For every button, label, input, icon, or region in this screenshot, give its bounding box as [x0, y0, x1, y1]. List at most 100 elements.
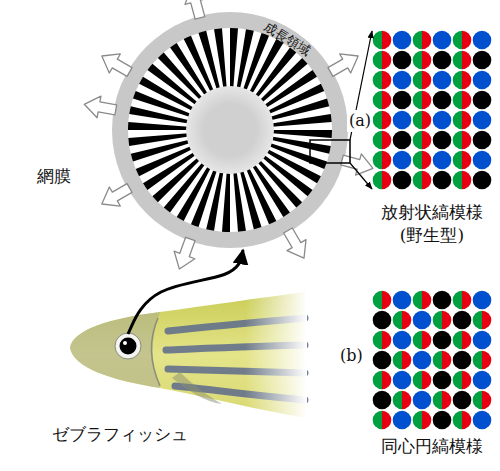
uv-cone: [433, 51, 452, 70]
blue-cone: [473, 31, 492, 50]
green-cone: [433, 391, 442, 410]
red-cone: [442, 311, 451, 330]
blue-cone: [473, 331, 492, 350]
red-cone: [462, 31, 471, 50]
pectoral-fin: [172, 372, 222, 404]
red-cone: [422, 111, 431, 130]
red-cone: [462, 131, 471, 150]
fish-eye-ring: [115, 333, 141, 359]
blue-cone: [473, 291, 492, 310]
green-cone: [453, 411, 462, 430]
blue-cone: [393, 371, 412, 390]
fish-fade: [245, 288, 307, 422]
radial-stripe: [128, 133, 188, 146]
red-cone: [422, 131, 431, 150]
stripe-ground: [128, 28, 332, 232]
text-slot: (a): [347, 110, 373, 132]
red-cone: [442, 391, 451, 410]
uv-cone: [373, 311, 392, 330]
green-cone: [373, 71, 382, 90]
growth-arrow: [181, 0, 211, 21]
blue-cone: [413, 311, 432, 330]
green-cone: [413, 331, 422, 350]
green-cone: [433, 351, 442, 370]
red-cone: [462, 411, 471, 430]
red-cone: [382, 51, 391, 70]
uv-cone: [473, 171, 492, 190]
radial-stripe: [271, 114, 331, 127]
uv-cone: [453, 391, 472, 410]
blue-cone: [433, 31, 452, 50]
radial-stripe: [237, 29, 254, 89]
radial-stripe: [230, 28, 238, 88]
green-cone: [453, 51, 462, 70]
retina-label: 網膜: [37, 165, 71, 188]
pattern-caption: 放射状縞模様 (野生型): [376, 201, 488, 247]
red-cone: [382, 411, 391, 430]
uv-cone: [433, 411, 452, 430]
blue-cone: [393, 411, 412, 430]
blue-cone: [413, 391, 432, 410]
green-cone: [373, 411, 382, 430]
green-cone: [453, 111, 462, 130]
red-cone: [382, 111, 391, 130]
green-cone: [453, 371, 462, 390]
blue-cone: [433, 71, 452, 90]
green-cone: [413, 131, 422, 150]
uv-cone: [393, 171, 412, 190]
blue-cone: [473, 111, 492, 130]
green-cone: [373, 111, 382, 130]
red-cone: [382, 71, 391, 90]
uv-cone: [433, 291, 452, 310]
uv-cone: [473, 131, 492, 150]
green-cone: [413, 111, 422, 130]
mosaic-panel: (a) 放射状縞模様 (野生型): [330, 25, 498, 250]
red-cone: [422, 291, 431, 310]
uv-cone: [433, 91, 452, 110]
red-cone: [482, 351, 491, 370]
green-cone: [453, 331, 462, 350]
blue-cone: [393, 291, 412, 310]
growth-arrow: [325, 46, 364, 81]
green-cone: [373, 371, 382, 390]
green-cone: [413, 151, 422, 170]
red-cone: [482, 311, 491, 330]
uv-cone: [473, 91, 492, 110]
green-cone: [373, 291, 382, 310]
green-cone: [433, 311, 442, 330]
green-cone: [453, 131, 462, 150]
photoreceptor-mosaic: [373, 31, 492, 190]
panel-letter: (a): [347, 110, 373, 132]
red-cone: [462, 331, 471, 350]
red-cone: [422, 91, 431, 110]
uv-cone: [433, 131, 452, 150]
green-cone: [473, 311, 482, 330]
green-cone: [413, 371, 422, 390]
blue-cone: [473, 71, 492, 90]
red-cone: [402, 351, 411, 370]
zoom-box: [310, 140, 350, 163]
red-cone: [462, 151, 471, 170]
fish-eye: [120, 338, 137, 355]
text-slot: ゼブラフィッシュ: [52, 423, 188, 446]
red-cone: [442, 351, 451, 370]
photoreceptor-mosaic: [373, 291, 492, 430]
blue-cone: [473, 371, 492, 390]
red-cone: [382, 91, 391, 110]
blue-cone: [393, 331, 412, 350]
retina-center: [186, 86, 274, 174]
red-cone: [422, 31, 431, 50]
pattern-caption: 同心円縞模様: [381, 435, 483, 458]
green-cone: [413, 291, 422, 310]
green-cone: [453, 31, 462, 50]
green-cone: [453, 91, 462, 110]
uv-cone: [373, 391, 392, 410]
retina: 成長領域網膜: [30, 5, 360, 260]
green-cone: [373, 151, 382, 170]
red-cone: [422, 371, 431, 390]
green-cone: [413, 411, 422, 430]
blue-cone: [393, 71, 412, 90]
blue-cone: [393, 31, 412, 50]
radial-stripe: [206, 171, 223, 231]
green-cone: [373, 51, 382, 70]
